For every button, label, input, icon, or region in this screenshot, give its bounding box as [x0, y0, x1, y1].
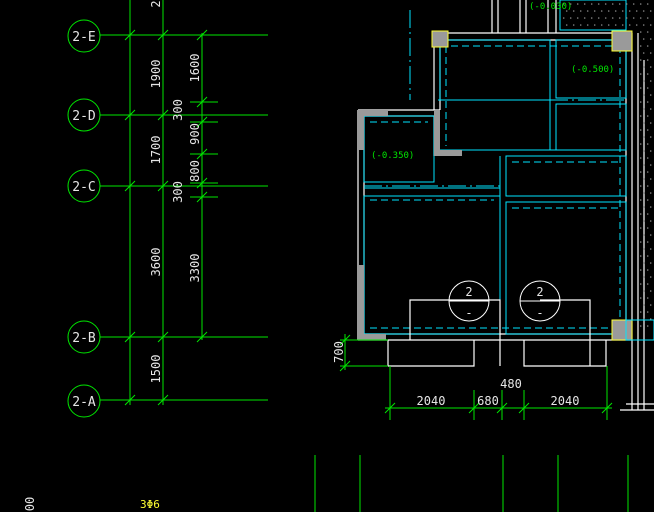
dimension-chain-outer — [124, 0, 218, 406]
dim-3600: 3600 — [149, 248, 163, 277]
plan-interior-lines — [363, 10, 627, 335]
dim-300-b: 300 — [171, 181, 185, 203]
section-mark-1[interactable]: 2 - — [448, 280, 490, 322]
section-mark-1-num: 2 — [465, 285, 472, 299]
rebar-label: 3Φ6 — [140, 498, 160, 511]
hatch-dots — [562, 3, 652, 327]
grid-label-2-d: 2-D — [72, 109, 96, 124]
grid-bubble-2-e[interactable]: 2-E — [67, 19, 101, 53]
section-mark-1-sub: - — [465, 306, 472, 320]
grid-label-2-a: 2-A — [72, 395, 96, 410]
dimension-chain-bottom — [339, 334, 613, 420]
dim-480: 480 — [500, 377, 522, 391]
lower-section-lines — [314, 455, 629, 512]
level-label-left: (-0.350) — [371, 151, 414, 161]
section-mark-2[interactable]: 2 - — [519, 280, 561, 322]
grid-bubble-2-d[interactable]: 2-D — [67, 98, 101, 132]
dim-1700: 1700 — [149, 136, 163, 165]
grid-bubble-2-c[interactable]: 2-C — [67, 169, 101, 203]
dim-800: 800 — [188, 160, 202, 182]
section-mark-2-sub: - — [536, 306, 543, 320]
level-label-top: (-0.030) — [529, 2, 572, 12]
columns — [358, 30, 654, 341]
grid-label-2-c: 2-C — [72, 180, 95, 195]
dim-2040-left: 2040 — [417, 394, 446, 408]
dim-680: 680 — [477, 394, 499, 408]
grid-label-2-b: 2-B — [72, 331, 96, 346]
hatch-area — [559, 0, 627, 31]
section-mark-2-num: 2 — [536, 285, 543, 299]
dim-bottom-left-fragment: 00 — [23, 497, 37, 511]
dim-3300: 3300 — [188, 254, 202, 283]
dim-1500: 1500 — [149, 355, 163, 384]
dim-1600: 1600 — [188, 54, 202, 83]
dim-700: 700 — [332, 341, 346, 363]
dim-2040-right: 2040 — [551, 394, 580, 408]
dim-900: 900 — [188, 123, 202, 145]
grid-axis-lines — [100, 34, 268, 401]
level-label-right: (-0.500) — [571, 65, 614, 75]
foundation-outline — [387, 299, 607, 367]
grid-bubble-2-b[interactable]: 2-B — [67, 320, 101, 354]
grid-bubble-2-a[interactable]: 2-A — [67, 384, 101, 418]
dim-top-fragment: 2 — [149, 0, 163, 7]
dim-1900: 1900 — [149, 60, 163, 89]
dim-300-a: 300 — [171, 99, 185, 121]
grid-label-2-e: 2-E — [72, 30, 95, 45]
